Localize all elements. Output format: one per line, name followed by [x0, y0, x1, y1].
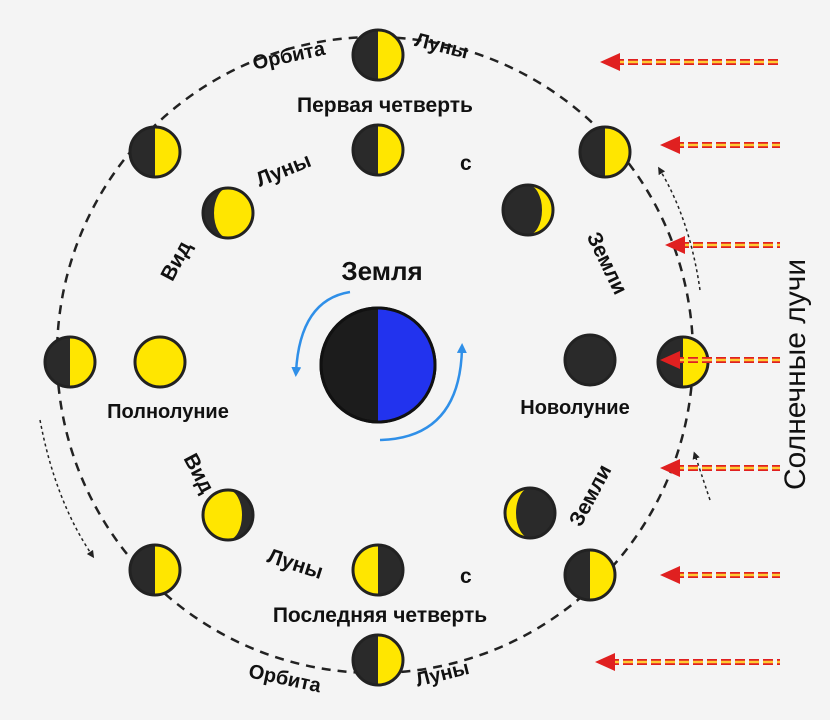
moon-orbit-position-icon — [578, 125, 632, 179]
view-label-top-1: Вид — [157, 237, 197, 284]
moon-orbit-position-icon — [351, 633, 405, 687]
earth-label: Земля — [341, 256, 422, 286]
moon-phase-icon — [351, 543, 405, 597]
orbit-direction-arrow — [39, 419, 95, 559]
orbit-direction-arrow — [692, 451, 711, 501]
view-label-top-3: с — [460, 152, 472, 175]
sun-ray-arrow-icon — [600, 53, 780, 71]
sun-ray-arrow-icon — [595, 653, 780, 671]
moon-orbit-position-icon — [351, 28, 405, 82]
moon-orbit-position-icon — [43, 335, 97, 389]
moon-phase-icon — [201, 488, 255, 542]
sun-ray-arrow-icon — [660, 351, 780, 369]
view-label-bottom-1: Вид — [179, 450, 219, 497]
moon-phase-icon — [503, 486, 557, 540]
last-quarter-label: Последняя четверть — [273, 604, 487, 627]
view-label-bottom-2: Луны — [264, 544, 325, 584]
sun-ray-arrow-icon — [660, 459, 780, 477]
moon-phase-icon — [501, 183, 555, 237]
sun-rays-label: Солнечные лучи — [779, 259, 812, 490]
moon-orbit-position-icon — [128, 543, 182, 597]
view-label-top-4: Земли — [582, 229, 632, 299]
orbit-label-top-left: Орбита — [251, 38, 328, 75]
orbit-label-top-right: Луны — [413, 29, 471, 63]
sun-ray-arrow-icon — [660, 566, 780, 584]
view-label-bottom-4: Земли — [565, 461, 616, 530]
earth-rotation-arrow — [291, 290, 351, 377]
moon-orbit-position-icon — [563, 548, 617, 602]
earth-rotation-arrow — [379, 343, 467, 442]
moon-phase-icon — [201, 186, 255, 240]
moon-orbit-position-icon — [128, 125, 182, 179]
orbit-direction-arrow — [658, 166, 701, 291]
orbit-label-bottom-right: Луны — [413, 657, 471, 691]
view-label-bottom-3: с — [460, 565, 472, 588]
sun-ray-arrow-icon — [660, 136, 780, 154]
moon-phase-icon — [563, 333, 617, 387]
sun-ray-arrow-icon — [665, 236, 780, 254]
view-label-top-2: Луны — [253, 149, 315, 192]
moon-phase-icon — [133, 335, 187, 389]
moon-phase-icon — [351, 123, 405, 177]
new-moon-label: Новолуние — [520, 397, 629, 419]
earth-icon — [319, 306, 437, 424]
first-quarter-label: Первая четверть — [297, 94, 473, 117]
full-moon-label: Полнолуние — [107, 401, 229, 423]
